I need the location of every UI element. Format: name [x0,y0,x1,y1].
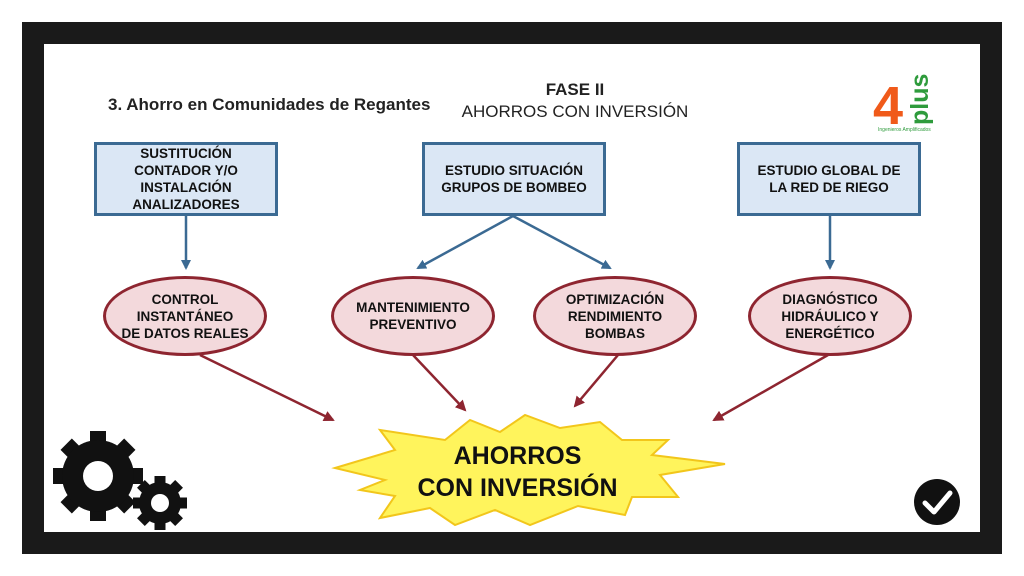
box-line: LA RED DE RIEGO [769,180,889,195]
ellipse-mantenimiento: MANTENIMIENTO PREVENTIVO [331,276,495,356]
ellipse-line: DE DATOS REALES [121,325,249,341]
ellipse-optimizacion: OPTIMIZACIÓN RENDIMIENTO BOMBAS [533,276,697,356]
section-title: 3. Ahorro en Comunidades de Regantes [108,95,431,114]
box-line: INSTALACIÓN [140,180,232,195]
ellipse-line: PREVENTIVO [369,317,457,332]
box-line: SUSTITUCIÓN [140,146,232,161]
phase-label: FASE II [545,80,605,99]
result-label: AHORROS CON INVERSIÓN [395,440,640,504]
logo-word: plus [906,74,934,125]
arrow-mantenimiento-to-result [412,354,467,412]
arrow-optimizacion-to-result [573,354,619,408]
ellipse-line: ENERGÉTICO [785,325,875,341]
ellipse-line: BOMBAS [585,325,645,341]
arrow-center-to-mantenimiento [416,214,514,270]
check-circle-icon [914,479,960,525]
ellipse-line: MANTENIMIENTO [356,300,470,315]
box-estudio-bombeo: ESTUDIO SITUACIÓN GRUPOS DE BOMBEO [422,142,606,216]
arrow-diagnostico-to-result [712,353,829,422]
ellipse-line: DIAGNÓSTICO [782,291,878,307]
box-line: ESTUDIO SITUACIÓN [444,163,583,178]
ellipse-line: CONTROL [151,291,219,307]
logo-tagline: Ingenieros Amplificados [878,127,931,133]
arrow-control-to-result [199,353,335,422]
phase-subtitle: AHORROS CON INVERSIÓN [461,102,689,121]
arrow-center-to-optimizacion [512,214,612,270]
company-logo: 4 plus Ingenieros Amplificados [873,74,934,136]
ellipse-line: OPTIMIZACIÓN [565,291,665,307]
box-line: GRUPOS DE BOMBEO [441,180,587,195]
ellipse-control-instantaneo: CONTROL INSTANTÁNEO DE DATOS REALES [103,276,267,356]
box-line: ANALIZADORES [132,197,240,212]
ellipse-line: INSTANTÁNEO [136,308,234,324]
logo-number: 4 [873,76,903,136]
phase-heading: FASE II AHORROS CON INVERSIÓN [420,79,730,123]
gears-icon [53,431,187,530]
box-sustitucion-contador: SUSTITUCIÓN CONTADOR Y/O INSTALACIÓN ANA… [94,142,278,216]
result-line: AHORROS [453,442,582,470]
ellipse-diagnostico: DIAGNÓSTICO HIDRÁULICO Y ENERGÉTICO [748,276,912,356]
box-line: CONTADOR Y/O [134,163,238,178]
result-line: CON INVERSIÓN [417,474,618,502]
box-estudio-red-riego: ESTUDIO GLOBAL DE LA RED DE RIEGO [737,142,921,216]
ellipse-line: HIDRÁULICO Y [781,308,879,324]
box-line: ESTUDIO GLOBAL DE [757,163,901,178]
result-starburst [331,413,726,527]
ellipse-line: RENDIMIENTO [567,308,663,324]
